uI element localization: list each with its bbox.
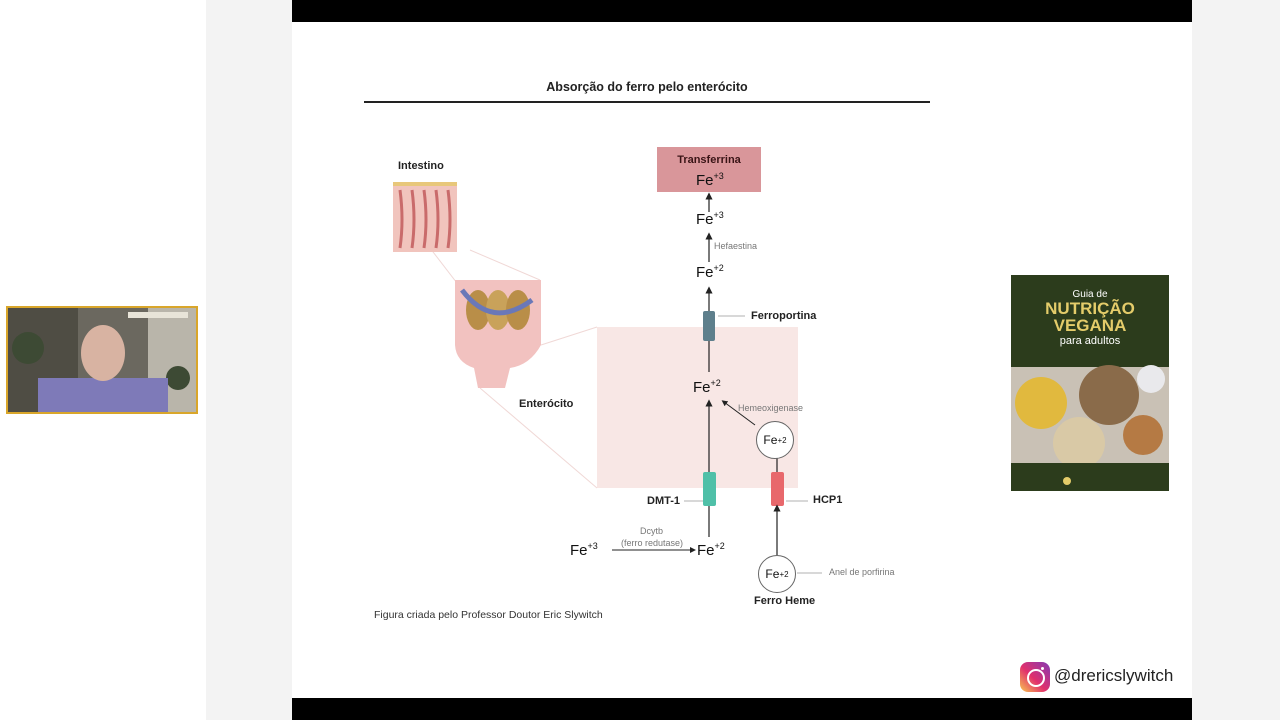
book-title-line1: Guia de — [1072, 289, 1108, 300]
transferrin-box — [657, 147, 761, 192]
zoom-line — [479, 387, 598, 489]
dmt1-label: DMT-1 — [647, 495, 680, 507]
letterbox-top — [292, 0, 1192, 22]
book-cover[interactable]: Guia de NUTRIÇÃO VEGANA para adultos — [1011, 275, 1169, 491]
dcytb-label: Dcytb — [640, 526, 664, 536]
intestine-label: Intestino — [398, 160, 444, 172]
book-title-line3: VEGANA — [1053, 316, 1127, 335]
fe2-heme: Fe+2 — [758, 555, 796, 593]
fe2-cytosol: Fe+2 — [693, 378, 721, 396]
transferrin-label: Transferrina — [677, 154, 741, 166]
hcp1-label: HCP1 — [813, 494, 843, 506]
zoom-line — [540, 326, 598, 346]
porphyrin-ring-label: Anel de porfirina — [829, 567, 895, 577]
instagram-icon — [1020, 662, 1050, 692]
figure-caption: Figura criada pelo Professor Doutor Eric… — [374, 609, 603, 621]
ferroportin-channel — [703, 311, 715, 341]
presenter-webcam — [6, 306, 198, 414]
enterocyte-cell — [597, 327, 798, 488]
title-underline — [364, 101, 930, 103]
letterbox-bottom — [292, 698, 1192, 720]
book-food-photo — [1011, 365, 1169, 491]
fe3-lumen: Fe+3 — [570, 541, 598, 559]
intestine-illustration — [393, 182, 457, 252]
instagram-handle: @drericslywitch — [1054, 666, 1174, 685]
hcp1-channel — [771, 472, 784, 506]
heme-oxygenase-arrow — [721, 400, 756, 426]
book-title-line2: NUTRIÇÃO — [1045, 299, 1135, 318]
dmt1-channel — [703, 472, 716, 506]
ferro-redutase-label: (ferro redutase) — [621, 538, 684, 548]
villus-illustration — [455, 280, 541, 388]
zoom-line — [469, 249, 541, 281]
fe2-lumen: Fe+2 — [697, 541, 725, 559]
fe3-after-hephaestin: Fe+3 — [696, 210, 724, 228]
hephaestin-label: Hefaestina — [714, 241, 758, 251]
heme-oxygenase-label: Hemeoxigenase — [738, 403, 804, 413]
fe2-heme-released: Fe+2 — [756, 421, 794, 459]
book-title-line4: para adultos — [1059, 335, 1121, 347]
fe3-transferrin: Fe+3 — [696, 171, 724, 189]
heme-iron-label: Ferro Heme — [754, 595, 816, 607]
enterocyte-label: Enterócito — [519, 398, 574, 410]
slide-title: Absorção do ferro pelo enterócito — [546, 80, 748, 94]
fe2-exit: Fe+2 — [696, 263, 724, 281]
ferroportin-label: Ferroportina — [751, 310, 817, 322]
